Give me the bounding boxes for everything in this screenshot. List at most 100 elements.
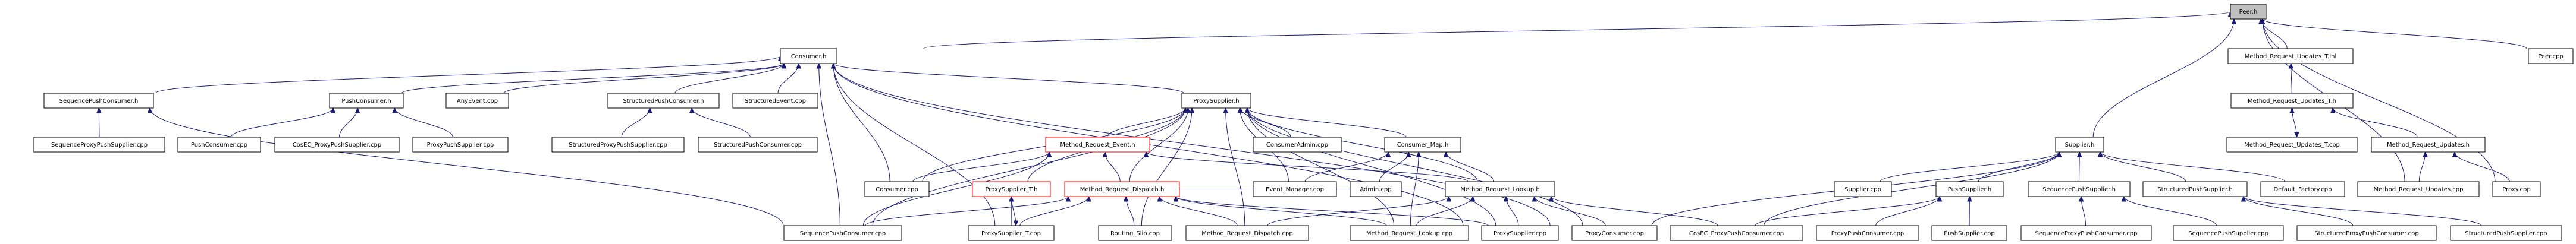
node-box[interactable] [1064,181,1180,197]
node-box[interactable] [1931,225,2007,241]
node-box[interactable] [2260,181,2345,197]
node-box[interactable] [43,93,154,109]
node-box[interactable] [2528,48,2574,64]
node-supplier-h[interactable]: Supplier.h [2055,137,2104,153]
node-method-request-lookup-h[interactable]: Method_Request_Lookup.h [1445,181,1555,197]
node-structuredpushsupplier-h[interactable]: StructuredPushSupplier.h [2142,181,2248,197]
node-box[interactable] [2371,137,2486,153]
node-sequenceproxypushconsumer-cpp[interactable]: SequenceProxyPushConsumer.cpp [2020,225,2152,241]
node-routing-slip-cpp[interactable]: Routing_Slip.cpp [1098,225,1172,241]
node-method-request-dispatch-cpp[interactable]: Method_Request_Dispatch.cpp [1185,225,1309,241]
node-box[interactable] [780,48,837,64]
node-sequenceproxypushsupplier-cpp[interactable]: SequenceProxyPushSupplier.cpp [33,137,165,153]
node-structuredproxypushsupplier-cpp[interactable]: StructuredProxyPushSupplier.cpp [551,137,685,153]
node-proxysupplier-t-h[interactable]: ProxySupplier_T.h [972,181,1051,197]
node-consumer-cpp[interactable]: Consumer.cpp [864,181,930,197]
node-box[interactable] [732,93,818,109]
node-method-request-updates-t-inl[interactable]: Method_Request_Updates_T.inl [2227,48,2354,64]
node-box[interactable] [968,225,1055,241]
node-box[interactable] [864,181,930,197]
node-box[interactable] [2020,225,2152,241]
node-proxysupplier-h[interactable]: ProxySupplier.h [1181,93,1251,109]
node-structuredpushconsumer-h[interactable]: StructuredPushConsumer.h [607,93,720,109]
node-box[interactable] [551,137,685,153]
node-method-request-updates-t-cpp[interactable]: Method_Request_Updates_T.cpp [2226,137,2358,153]
node-box[interactable] [2226,137,2358,153]
node-cosec-proxypushsupplier-cpp[interactable]: CosEC_ProxyPushSupplier.cpp [274,137,400,153]
node-box[interactable] [412,137,509,153]
node-box[interactable] [445,93,509,109]
node-method-request-dispatch-h[interactable]: Method_Request_Dispatch.h [1064,181,1180,197]
node-box[interactable] [2028,181,2131,197]
node-box[interactable] [698,137,818,153]
node-method-request-lookup-cpp[interactable]: Method_Request_Lookup.cpp [1350,225,1469,241]
node-box[interactable] [2296,225,2437,241]
node-box[interactable] [2492,181,2541,197]
node-box[interactable] [2227,48,2354,64]
node-proxysupplier-cpp[interactable]: ProxySupplier.cpp [1481,225,1559,241]
node-event-manager-cpp[interactable]: Event_Manager.cpp [1253,181,1337,197]
node-structuredproxypushconsumer-cpp[interactable]: StructuredProxyPushConsumer.cpp [2296,225,2437,241]
node-admin-cpp[interactable]: Admin.cpp [1350,181,1402,197]
node-box[interactable] [274,137,400,153]
node-pushconsumer-cpp[interactable]: PushConsumer.cpp [177,137,261,153]
node-proxy-cpp[interactable]: Proxy.cpp [2492,181,2541,197]
node-box[interactable] [1384,137,1461,153]
node-sequencepushconsumer-h[interactable]: SequencePushConsumer.h [43,93,154,109]
node-box[interactable] [33,137,165,153]
node-box[interactable] [1935,181,2004,197]
node-box[interactable] [1571,225,1658,241]
node-box[interactable] [1445,181,1555,197]
node-box[interactable] [329,93,404,109]
node-box[interactable] [1350,181,1402,197]
node-box[interactable] [2357,181,2480,197]
node-supplier-cpp[interactable]: Supplier.cpp [1834,181,1892,197]
node-pushsupplier-h[interactable]: PushSupplier.h [1935,181,2004,197]
node-peer-cpp[interactable]: Peer.cpp [2528,48,2574,64]
node-proxyconsumer-cpp[interactable]: ProxyConsumer.cpp [1571,225,1658,241]
node-default-factory-cpp[interactable]: Default_Factory.cpp [2260,181,2345,197]
node-consumer-map-h[interactable]: Consumer_Map.h [1384,137,1461,153]
node-box[interactable] [1350,225,1469,241]
node-method-request-event-h[interactable]: Method_Request_Event.h [1045,137,1150,153]
node-peer-h[interactable]: Peer.h [2230,4,2267,20]
node-method-request-updates-cpp[interactable]: Method_Request_Updates.cpp [2357,181,2480,197]
node-box[interactable] [1253,181,1337,197]
node-box[interactable] [2450,225,2562,241]
node-structuredevent-cpp[interactable]: StructuredEvent.cpp [732,93,818,109]
node-cosec-proxypushconsumer-cpp[interactable]: CosEC_ProxyPushConsumer.cpp [1670,225,1803,241]
node-proxypushsupplier-cpp[interactable]: ProxyPushSupplier.cpp [412,137,509,153]
node-box[interactable] [2142,181,2248,197]
node-box[interactable] [972,181,1051,197]
node-box[interactable] [1834,181,1892,197]
node-box[interactable] [1098,225,1172,241]
node-box[interactable] [607,93,720,109]
node-box[interactable] [1185,225,1309,241]
node-box[interactable] [1181,93,1251,109]
node-box[interactable] [783,225,902,241]
node-sequencepushsupplier-cpp[interactable]: SequencePushSupplier.cpp [2173,225,2284,241]
node-box[interactable] [1045,137,1150,153]
node-consumeradmin-cpp[interactable]: ConsumerAdmin.cpp [1253,137,1342,153]
node-pushconsumer-h[interactable]: PushConsumer.h [329,93,404,109]
node-structuredpushsupplier-cpp[interactable]: StructuredPushSupplier.cpp [2450,225,2562,241]
node-box[interactable] [2055,137,2104,153]
node-method-request-updates-h[interactable]: Method_Request_Updates.h [2371,137,2486,153]
node-structuredpushconsumer-cpp[interactable]: StructuredPushConsumer.cpp [698,137,818,153]
node-pushsupplier-cpp[interactable]: PushSupplier.cpp [1931,225,2007,241]
node-consumer-h[interactable]: Consumer.h [780,48,837,64]
node-proxypushconsumer-cpp[interactable]: ProxyPushConsumer.cpp [1816,225,1919,241]
node-box[interactable] [2173,225,2284,241]
node-anyevent-cpp[interactable]: AnyEvent.cpp [445,93,509,109]
node-box[interactable] [2230,93,2354,109]
node-sequencepushsupplier-h[interactable]: SequencePushSupplier.h [2028,181,2131,197]
node-sequencepushconsumer-cpp[interactable]: SequencePushConsumer.cpp [783,225,902,241]
node-box[interactable] [177,137,261,153]
node-proxysupplier-t-cpp[interactable]: ProxySupplier_T.cpp [968,225,1055,241]
node-method-request-updates-t-h[interactable]: Method_Request_Updates_T.h [2230,93,2354,109]
node-box[interactable] [1481,225,1559,241]
node-box[interactable] [2230,4,2267,20]
node-box[interactable] [1670,225,1803,241]
node-box[interactable] [1816,225,1919,241]
node-box[interactable] [1253,137,1342,153]
